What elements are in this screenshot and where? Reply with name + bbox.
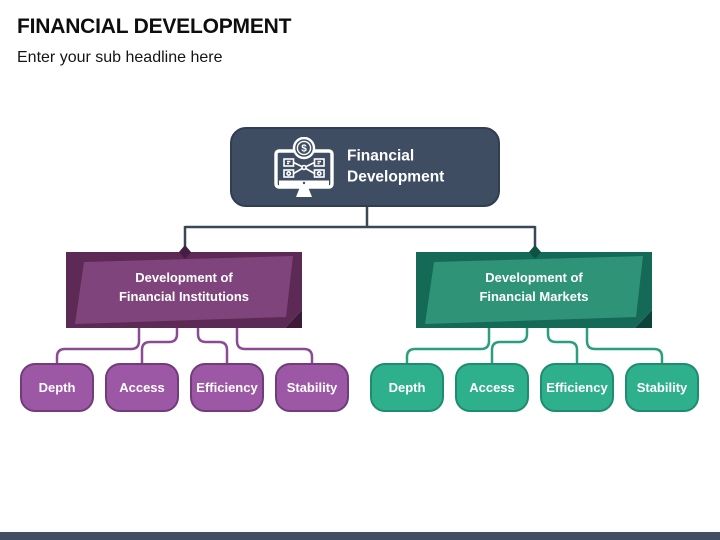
connectors-markets (405, 328, 664, 363)
branch-institutions-inner (75, 256, 293, 324)
connector-line (196, 328, 229, 363)
node-markets-depth[interactable]: Depth (370, 363, 444, 412)
node-institutions-depth[interactable]: Depth (20, 363, 94, 412)
node-label: Depth (38, 380, 76, 395)
connector-line (235, 328, 314, 363)
root-node-label: Financial Development (347, 147, 445, 186)
node-label: Efficiency (546, 380, 608, 395)
page-title: FINANCIAL DEVELOPMENT (17, 15, 292, 38)
node-markets-stability[interactable]: Stability (625, 363, 699, 412)
node-label: Depth (388, 380, 426, 395)
node-label: Access (469, 380, 515, 395)
branch-markets-inner (425, 256, 643, 324)
node-label: Access (119, 380, 165, 395)
connector-line (405, 328, 491, 363)
arrow-diamond-right (529, 245, 541, 259)
node-institutions-efficiency[interactable]: Efficiency (190, 363, 264, 412)
node-label: Efficiency (196, 380, 258, 395)
connector-line (585, 328, 664, 363)
node-markets-efficiency[interactable]: Efficiency (540, 363, 614, 412)
node-institutions-access[interactable]: Access (105, 363, 179, 412)
node-markets-access[interactable]: Access (455, 363, 529, 412)
connector-line (490, 328, 529, 363)
branch-institutions-shape[interactable] (66, 252, 302, 328)
connector-line (546, 328, 579, 363)
connectors-institutions (55, 328, 314, 363)
page-subtitle: Enter your sub headline here (17, 49, 223, 66)
branch-markets-fold (635, 310, 652, 328)
dollar-symbol: $ (301, 144, 307, 155)
node-label: Stability (286, 380, 338, 395)
arrow-diamond-left (179, 245, 191, 259)
monitor-dollar-icon: $ (274, 137, 334, 197)
connector-line (140, 328, 179, 363)
branch-markets-shape[interactable] (416, 252, 652, 328)
footer-accent-bar (0, 532, 720, 540)
root-node-financial-development[interactable]: $ Financial Development (230, 127, 500, 207)
branch-institutions-fold (285, 310, 302, 328)
node-label: Stability (636, 380, 688, 395)
connector-line (55, 328, 141, 363)
node-institutions-stability[interactable]: Stability (275, 363, 349, 412)
tree-connector-line (183, 207, 537, 249)
